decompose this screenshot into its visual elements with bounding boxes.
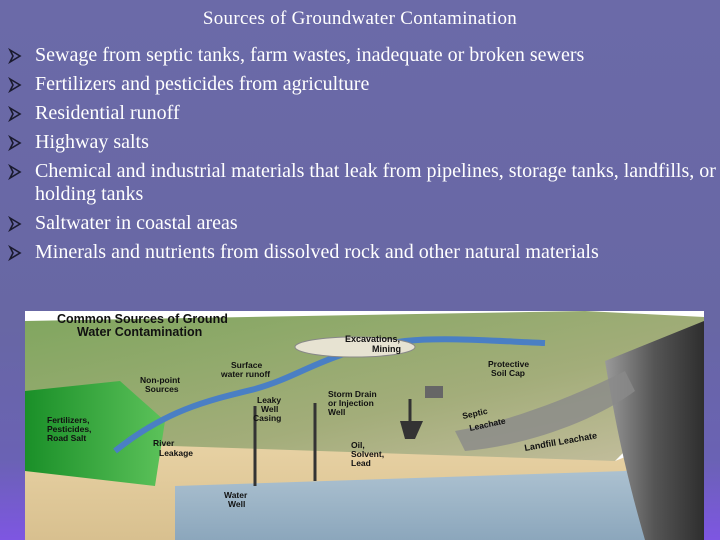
label-oil-3: Lead (351, 458, 371, 468)
label-nonpoint: Non-point (140, 375, 180, 385)
house (425, 386, 443, 398)
arrow-bullet-icon (8, 48, 22, 64)
label-fertilizers: Fertilizers, (47, 415, 90, 425)
bullet-text: Sewage from septic tanks, farm wastes, i… (35, 44, 585, 66)
label-leaky-well: Leaky (257, 395, 281, 405)
bullet-text: Minerals and nutrients from dissolved ro… (35, 241, 599, 263)
label-storm-drain-2: or Injection (328, 398, 374, 408)
label-fertilizers-2: Pesticides, (47, 424, 91, 434)
groundwater-contamination-diagram: Common Sources of Ground Water Contamina… (25, 311, 704, 540)
label-storm-drain: Storm Drain (328, 389, 377, 399)
label-water-well: Water (224, 490, 248, 500)
label-oil-2: Solvent, (351, 449, 384, 459)
septic-plume (455, 371, 635, 451)
bullet-item: Chemical and industrial materials that l… (8, 160, 718, 206)
excavation-pit (294, 336, 416, 358)
label-excavations-2: Mining (372, 344, 401, 354)
label-oil: Oil, (351, 440, 365, 450)
arrow-bullet-icon (8, 135, 22, 151)
label-river: River (153, 438, 175, 448)
label-leaky-well-2: Well (261, 404, 278, 414)
bullet-item: Fertilizers and pesticides from agricult… (8, 73, 718, 96)
bullet-item: Sewage from septic tanks, farm wastes, i… (8, 44, 718, 67)
label-river-2: Leakage (159, 448, 193, 458)
slide-title: Sources of Groundwater Contamination (202, 8, 518, 29)
bullet-text: Saltwater in coastal areas (35, 212, 238, 234)
arrow-bullet-icon (8, 77, 22, 93)
bullet-item: Highway salts (8, 131, 718, 154)
arrow-bullet-icon (8, 216, 22, 232)
label-surface-runoff: Surface (231, 360, 262, 370)
bullet-list: Sewage from septic tanks, farm wastes, i… (8, 44, 718, 270)
label-protective-cap-2: Soil Cap (491, 368, 525, 378)
landfill-mound (605, 321, 704, 540)
label-fertilizers-3: Road Salt (47, 433, 86, 443)
farmland-area (25, 381, 165, 486)
bullet-item: Residential runoff (8, 102, 718, 125)
label-leaky-well-3: Casing (253, 413, 281, 423)
label-nonpoint-2: Sources (145, 384, 179, 394)
river (113, 336, 546, 454)
bullet-text: Chemical and industrial materials that l… (35, 160, 716, 205)
storm-drain-plume (400, 421, 423, 439)
bullet-item: Minerals and nutrients from dissolved ro… (8, 241, 718, 264)
diagram-title-line1: Common Sources of Ground (57, 312, 228, 326)
diagram-title-line2: Water Contamination (77, 325, 202, 339)
aquifer-layer (175, 461, 665, 540)
label-excavations: Excavations, (345, 334, 400, 344)
label-protective-cap: Protective (488, 359, 529, 369)
label-storm-drain-3: Well (328, 407, 345, 417)
bullet-text: Fertilizers and pesticides from agricult… (35, 73, 370, 95)
label-water-well-2: Well (228, 499, 245, 509)
bullet-text: Highway salts (35, 131, 149, 153)
bullet-text: Residential runoff (35, 102, 180, 124)
arrow-bullet-icon (8, 106, 22, 122)
label-surface-runoff-2: water runoff (220, 369, 270, 379)
bullet-item: Saltwater in coastal areas (8, 212, 718, 235)
arrow-bullet-icon (8, 164, 22, 180)
arrow-bullet-icon (8, 245, 22, 261)
